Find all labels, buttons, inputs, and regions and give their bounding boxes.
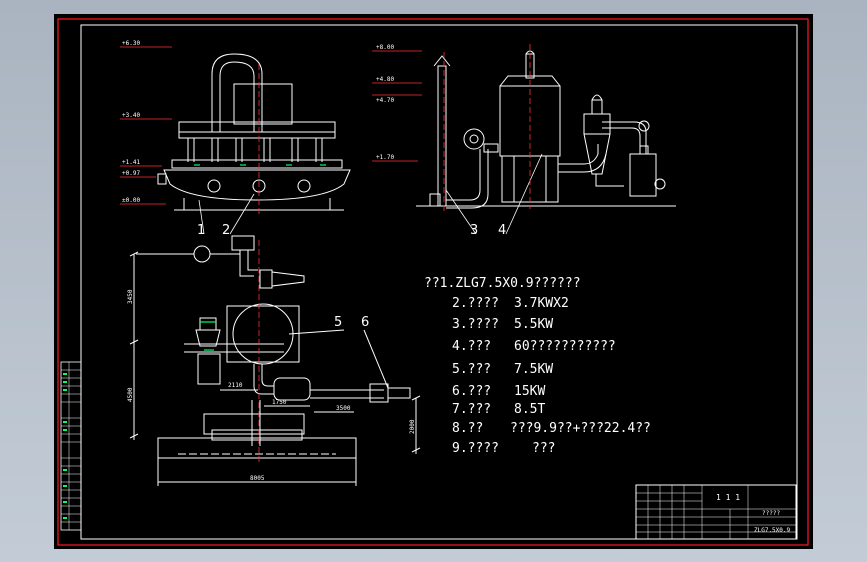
elev-left-1: +3.40 [122,112,140,119]
spec-line: 9.??????? [452,441,555,456]
title-marks: 1 1 1 [716,493,740,502]
elevation-lines-left [120,46,260,214]
drawing-frame [80,24,798,540]
dim-horiz-b: 1750 [272,399,287,406]
elev-right-1: +4.80 [376,76,394,83]
elev-right-3: +1.70 [376,154,394,161]
callout-2: 2 [222,223,230,238]
spec-label: 5.??? [452,362,491,377]
spec-value: 60??????????? [514,339,616,354]
spec-label: 3.???? [452,317,499,332]
elev-left-4: ±0.00 [122,197,140,204]
dim-height-top: 3450 [127,289,134,304]
callout-1: 1 [197,223,205,238]
spec-line: 7.??? 8.5T [452,402,545,417]
dim-base-width: 8005 [250,475,265,482]
elev-right-2: +4.70 [376,97,394,104]
dim-height-mid: 4500 [127,387,134,402]
title-name-cell: ????? [762,510,780,517]
spec-value: 7.5KW [514,362,553,377]
spec-label: 7.??? [452,402,491,417]
cad-viewport[interactable]: +6.30 +3.40 +1.41 +0.97 ±0.00 1 2 3 4 5 … [54,14,813,549]
elevation-lines-right [372,44,531,214]
spec-label: 2.???? [452,296,499,311]
spec-value: 8.5T [514,402,545,417]
elevation-labels-left: +6.30 +3.40 +1.41 +0.97 ±0.00 [122,40,140,204]
callout-5: 5 [334,315,342,330]
elev-left-2: +1.41 [122,159,140,166]
spec-line: 5.??? 7.5KW [452,362,553,377]
sheet-border [57,18,809,546]
spec-line: 8.?? ???9.9??+???22.4?? [452,421,651,436]
spec-notes: ??1.ZLG7.5X0.9?????? 2.???? 3.7KWX2 3.???? 5… [424,276,651,456]
callout-numbers: 1 2 3 4 5 6 [197,223,506,330]
spec-line: ??1.ZLG7.5X0.9?????? [424,276,581,291]
callout-3: 3 [470,223,478,238]
spec-value: ???9.9??+???22.4?? [510,421,651,436]
spec-line: 2.???? 3.7KWX2 [452,296,569,311]
callout-leaders-top [198,153,543,235]
spec-line: 6.??? 15KW [452,384,545,399]
side-strip-tables [60,361,82,531]
spec-label: 9.???? [452,441,499,456]
elev-left-0: +6.30 [122,40,140,47]
system-side-view [416,50,676,209]
dim-height-right: 2000 [409,419,416,434]
plan-green-accents [200,321,216,351]
dim-horiz-c: 3500 [336,405,351,412]
drawing-sheet: +6.30 +3.40 +1.41 +0.97 ±0.00 1 2 3 4 5 … [57,18,809,546]
plan-view [129,235,421,486]
spec-value: 15KW [514,384,545,399]
drawing-number: ZLG7.5X0.9 [754,527,791,534]
spec-label: 6.??? [452,384,491,399]
dryer-front-view [157,53,351,211]
spec-value: 5.5KW [514,317,553,332]
callout-4: 4 [498,223,506,238]
spec-label: 4.??? [452,339,491,354]
plan-dimension-labels: 3450 4500 2000 2110 1750 3500 8005 [127,289,416,482]
spec-value: 3.7KWX2 [514,296,569,311]
spec-line: 3.???? 5.5KW [452,317,553,332]
elevation-labels-right: +8.00 +4.80 +4.70 +1.70 [376,44,394,161]
spec-value: ??? [532,441,555,456]
elev-right-0: +8.00 [376,44,394,51]
callout-6: 6 [361,315,369,330]
elev-left-3: +0.97 [122,170,140,177]
dim-horiz-a: 2110 [228,382,243,389]
spec-line: 4.??? 60??????????? [452,339,616,354]
spec-label: ??1.ZLG7.5X0.9?????? [424,276,581,291]
title-block: 1 1 1 ????? ZLG7.5X0.9 [635,484,797,540]
spec-label: 8.?? [452,421,483,436]
